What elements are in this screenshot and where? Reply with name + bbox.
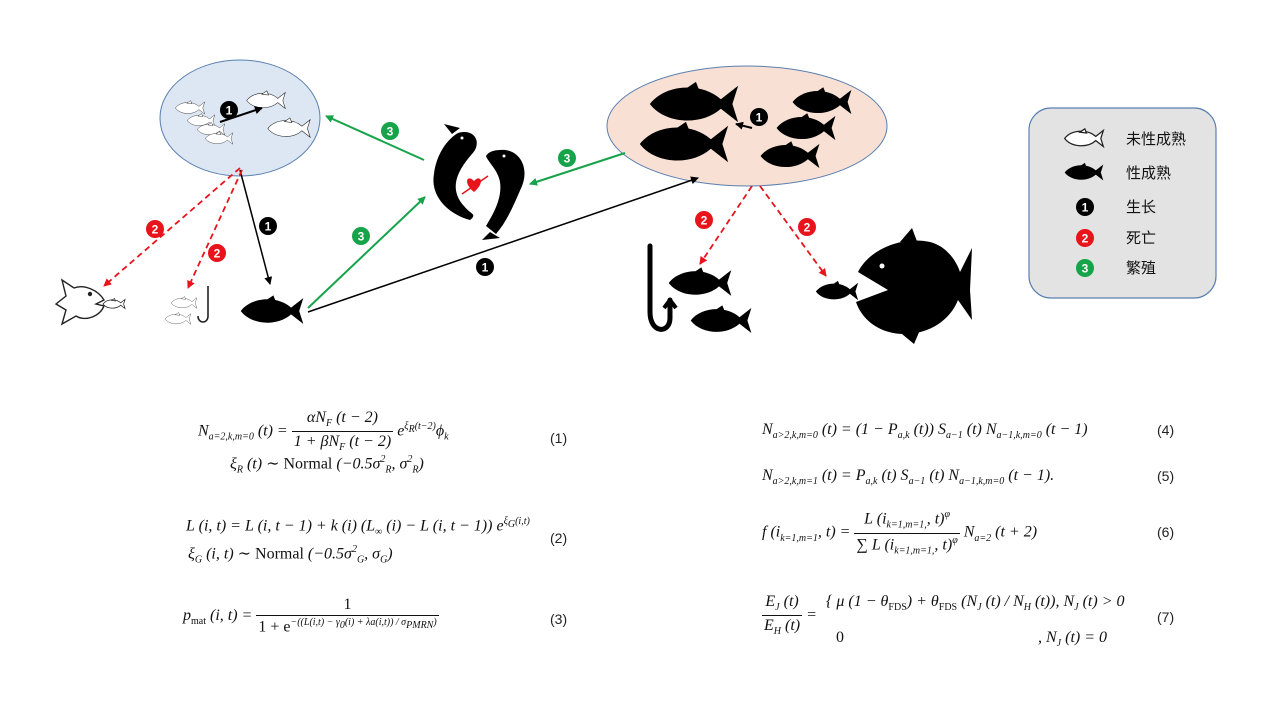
legend-death-badge: [1076, 229, 1094, 247]
equation-number: (3): [550, 611, 568, 627]
reproduction-arrow-from-mature: [529, 152, 626, 186]
legend-label-immature: 未性成熟: [1126, 130, 1186, 148]
equation-2a: L (i, t) = L (i, t − 1) + k (i) (L∞ (i) …: [186, 516, 530, 538]
growth-badge: [259, 217, 277, 235]
legend-label-death: 死亡: [1126, 229, 1156, 247]
growth-arrow-to-mature: [307, 176, 699, 313]
death-arrow-predation-mature: [759, 185, 827, 277]
svg-text:1: 1: [1082, 201, 1089, 215]
equation-1b: ξR (t) ∼ Normal (−0.5σ2R, σ2R): [230, 454, 424, 476]
legend-label-reproduction: 繁殖: [1126, 259, 1156, 277]
equation-7-case-1: { μ (1 − θFDS) + θFDS (NJ (t) / NH (t)),…: [826, 593, 1125, 614]
caught-mature-fish-group: [668, 267, 752, 334]
svg-text:1: 1: [756, 111, 763, 125]
svg-text:1: 1: [482, 261, 489, 275]
svg-text:2: 2: [152, 223, 159, 237]
caught-immature-fish-group: [164, 296, 198, 325]
mature-fish-icon: [240, 295, 304, 324]
equation-4: Na>2,k,m=0 (t) = (1 − Pa,k (t)) Sa−1 (t)…: [762, 421, 1088, 442]
death-badge: [208, 244, 226, 262]
growth-arrow-to-fish: [239, 169, 273, 285]
equation-6: f (ik=1,m=1, t) = L (ik=1,m=1,, t)φ∑ L (…: [762, 509, 1038, 557]
reproduction-arrow-to-immature: [325, 115, 425, 161]
death-badge: [695, 211, 713, 229]
reproduction-arrow-from-fish: [307, 196, 426, 309]
legend-growth-badge: [1076, 198, 1094, 216]
fishing-hook-icon: [647, 243, 673, 332]
svg-text:2: 2: [1082, 232, 1089, 246]
svg-text:3: 3: [564, 152, 571, 166]
predator-fish-outline-icon: [54, 278, 105, 326]
legend: 未性成熟 性成熟 1 生长 2 死亡 3 繁殖: [1028, 107, 1217, 299]
equation-2b: ξG (i, t) ∼ Normal (−0.5σ2G, σG): [188, 544, 393, 566]
death-arrow-fishing-mature: [699, 185, 753, 265]
equation-number: (2): [550, 530, 568, 546]
equation-number: (7): [1157, 609, 1175, 625]
svg-text:3: 3: [387, 125, 394, 139]
death-badge: [798, 218, 816, 236]
equation-number: (6): [1157, 524, 1175, 540]
reproduction-badge: [558, 149, 576, 167]
death-arrow-predation-immature: [103, 167, 241, 287]
growth-badge: [220, 101, 238, 119]
svg-text:3: 3: [358, 230, 365, 244]
death-arrow-fishing-immature: [187, 169, 243, 289]
growth-arrow-mature: [735, 121, 753, 130]
reproduction-badge: [352, 227, 370, 245]
death-badge: [146, 220, 164, 238]
small-fishing-hook-icon: [197, 286, 209, 323]
equation-number: (4): [1157, 422, 1175, 438]
equation-7: EJ (t)EH (t) =: [762, 593, 817, 638]
equation-number: (5): [1157, 468, 1175, 484]
growth-arrow-immature: [219, 106, 263, 123]
svg-text:2: 2: [214, 247, 221, 261]
svg-text:3: 3: [1082, 262, 1089, 276]
reproduction-badge: [381, 122, 399, 140]
prey-fish-icon: [815, 280, 859, 301]
legend-label-mature: 性成熟: [1126, 164, 1171, 182]
svg-text:1: 1: [265, 220, 272, 234]
growth-badge: [750, 108, 768, 126]
immature-group-ellipse: [159, 59, 321, 177]
hook-barb: [662, 298, 678, 310]
equation-number: (1): [550, 430, 568, 446]
svg-text:2: 2: [701, 214, 708, 228]
spawning-fish-pair: [433, 124, 525, 240]
equation-5: Na>2,k,m=1 (t) = Pa,k (t) Sa−1 (t) Na−1,…: [762, 467, 1055, 488]
legend-label-growth: 生长: [1126, 198, 1156, 216]
predator-fish-icon: [856, 228, 972, 344]
legend-reproduction-badge: [1076, 259, 1094, 277]
prey-fish-outline-icon: [102, 298, 126, 309]
cupid-arrow: [461, 175, 489, 195]
svg-text:2: 2: [804, 221, 811, 235]
svg-text:1: 1: [226, 104, 233, 118]
equation-7-case-2: 0, NJ (t) = 0: [836, 629, 1108, 650]
equation-1a: Na=2,k,m=0 (t) = αNF (t − 2)1 + βNF (t −…: [198, 409, 449, 454]
growth-badge: [476, 258, 494, 276]
